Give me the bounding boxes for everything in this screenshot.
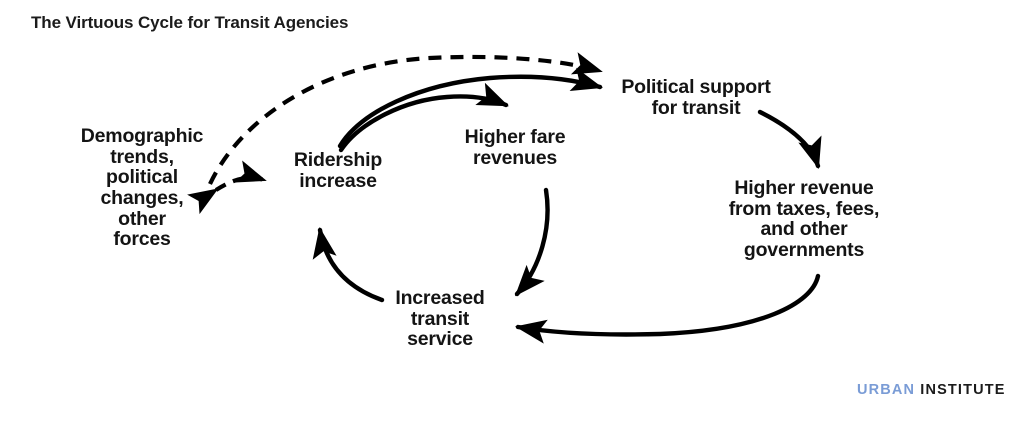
node-higher-revenue: Higher revenue from taxes, fees, and oth… xyxy=(728,177,880,261)
urban-institute-logo: URBAN INSTITUTE xyxy=(857,382,1006,398)
edge-ridership-fare xyxy=(338,82,509,153)
node-increased-transit-service: Increased transit service xyxy=(395,287,485,351)
node-demographic-trends: Demographic trends, political changes, o… xyxy=(80,125,204,251)
node-ridership-increase: Ridership increase xyxy=(293,149,383,192)
page-title: The Virtuous Cycle for Transit Agencies xyxy=(31,13,349,32)
node-higher-fare-revenues: Higher fare revenues xyxy=(464,126,566,169)
edge-service-ridership xyxy=(312,226,385,303)
edge-fare-service xyxy=(514,187,550,297)
node-political-support: Political support for transit xyxy=(621,76,771,119)
edge-political-revenue xyxy=(757,109,822,169)
edge-revenue-service xyxy=(514,273,821,344)
logo-institute-word: INSTITUTE xyxy=(920,382,1006,398)
logo-urban-text: URBAN xyxy=(857,382,916,398)
edge-demographic-ridership-dashed xyxy=(187,160,267,215)
edge-ridership-political xyxy=(337,67,603,149)
